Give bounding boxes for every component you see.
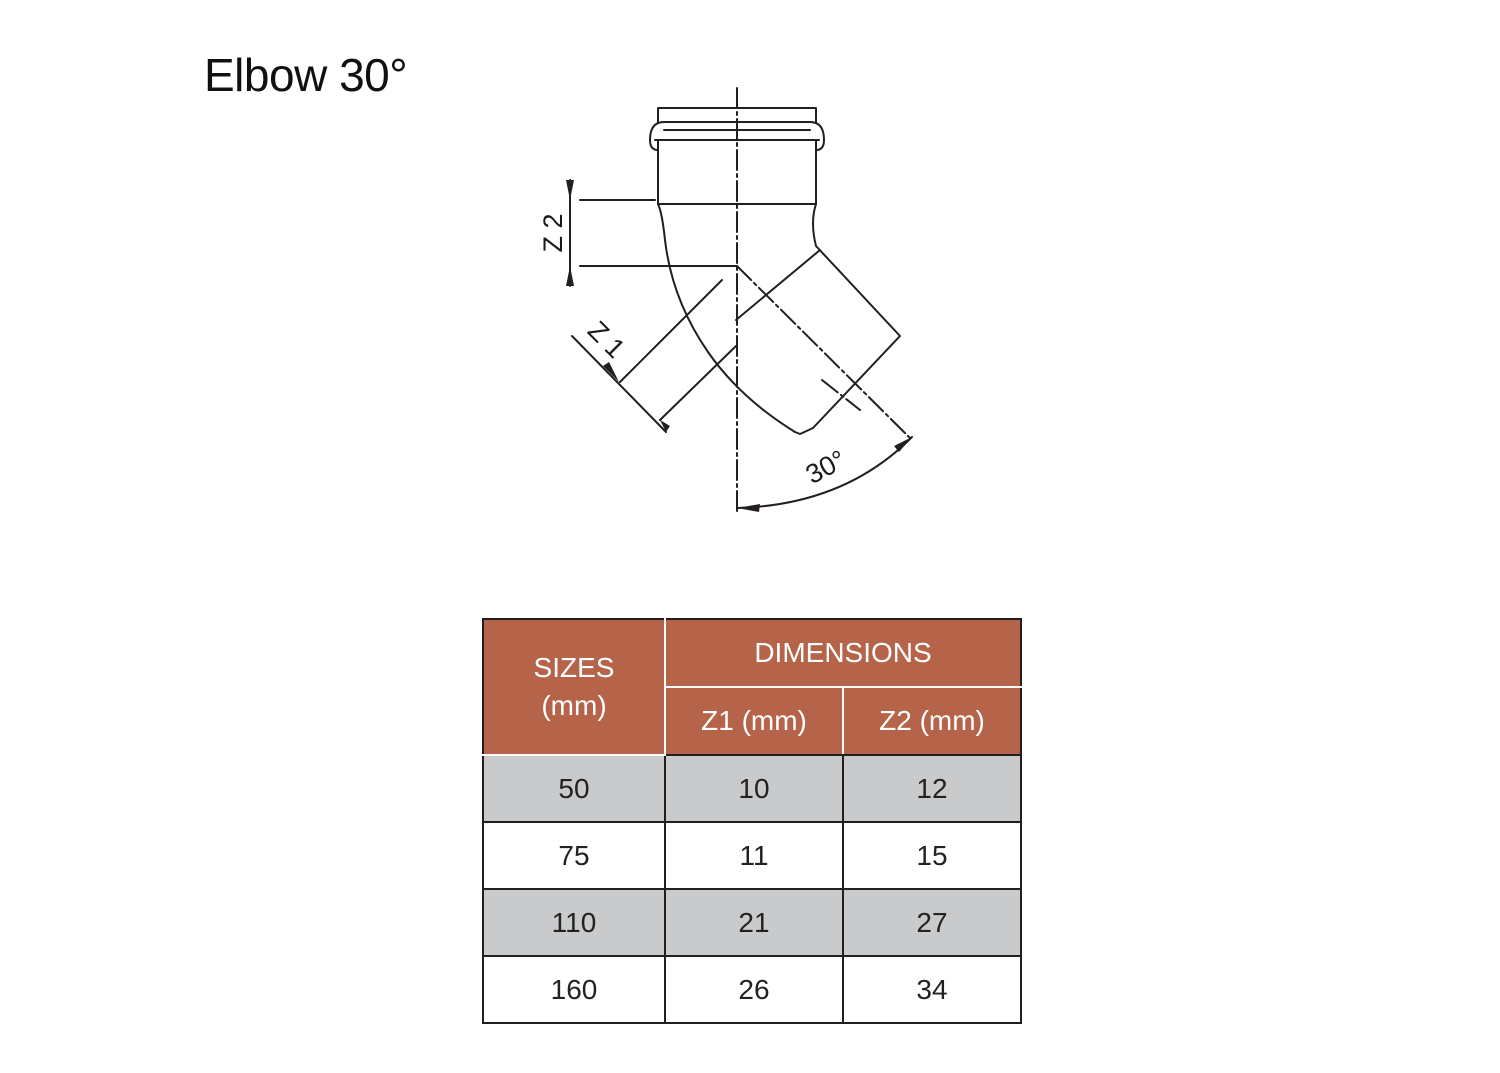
cell-size: 110	[482, 888, 666, 957]
z1-arrow-a	[603, 362, 619, 382]
header-z1: Z1 (mm)	[664, 686, 844, 756]
page-title: Elbow 30°	[204, 49, 408, 101]
z2-arrow-top	[566, 180, 574, 200]
outlet-section	[735, 249, 821, 321]
header-sizes-line2: (mm)	[541, 690, 607, 721]
header-sizes: SIZES (mm)	[482, 618, 666, 756]
axis-line-ext	[821, 379, 861, 411]
cell-z2: 15	[842, 821, 1022, 890]
table-subheader-row: Z1 (mm) Z2 (mm)	[483, 686, 1022, 756]
elbow-right-wall	[812, 203, 901, 429]
z2-arrow-bottom	[566, 266, 574, 286]
angle-arrow-end	[894, 437, 912, 452]
z1-label: Z 1	[582, 315, 631, 364]
cell-size: 160	[482, 955, 666, 1024]
z1-arrow-b	[660, 420, 670, 432]
table-row: 110 21 27	[482, 888, 1022, 957]
cell-size: 50	[482, 754, 666, 823]
z1-dim-line	[571, 335, 667, 433]
cell-z1: 10	[664, 754, 844, 823]
angle-label: 30°	[801, 444, 851, 490]
cell-z2: 27	[842, 888, 1022, 957]
angle-arrow-start	[737, 504, 760, 512]
cell-z2: 12	[842, 754, 1022, 823]
cell-z2: 34	[842, 955, 1022, 1024]
table-row: 50 10 12	[482, 754, 1022, 823]
z1-ext-a	[619, 279, 723, 383]
table-row: 160 26 34	[482, 955, 1022, 1024]
cell-z1: 21	[664, 888, 844, 957]
table-header-row: SIZES (mm) DIMENSIONS	[482, 618, 1022, 756]
axis-line	[736, 265, 913, 441]
header-sizes-line1: SIZES	[533, 652, 615, 683]
cell-z1: 11	[664, 821, 844, 890]
cell-size: 75	[482, 821, 666, 890]
header-dimensions: DIMENSIONS	[664, 618, 1022, 688]
elbow-left-wall	[657, 203, 796, 433]
header-z2: Z2 (mm)	[842, 686, 1022, 756]
z1-ext-b	[659, 345, 737, 421]
outlet-end	[794, 427, 814, 435]
cell-z1: 26	[664, 955, 844, 1024]
table-row: 75 11 15	[482, 821, 1022, 890]
elbow-diagram: Z 2 Z 1 30°	[538, 87, 913, 516]
z2-label: Z 2	[538, 213, 568, 252]
dimensions-table: SIZES (mm) DIMENSIONS Z1 (mm) Z2 (mm) 50…	[482, 618, 1022, 1024]
angle-arc	[736, 436, 913, 509]
